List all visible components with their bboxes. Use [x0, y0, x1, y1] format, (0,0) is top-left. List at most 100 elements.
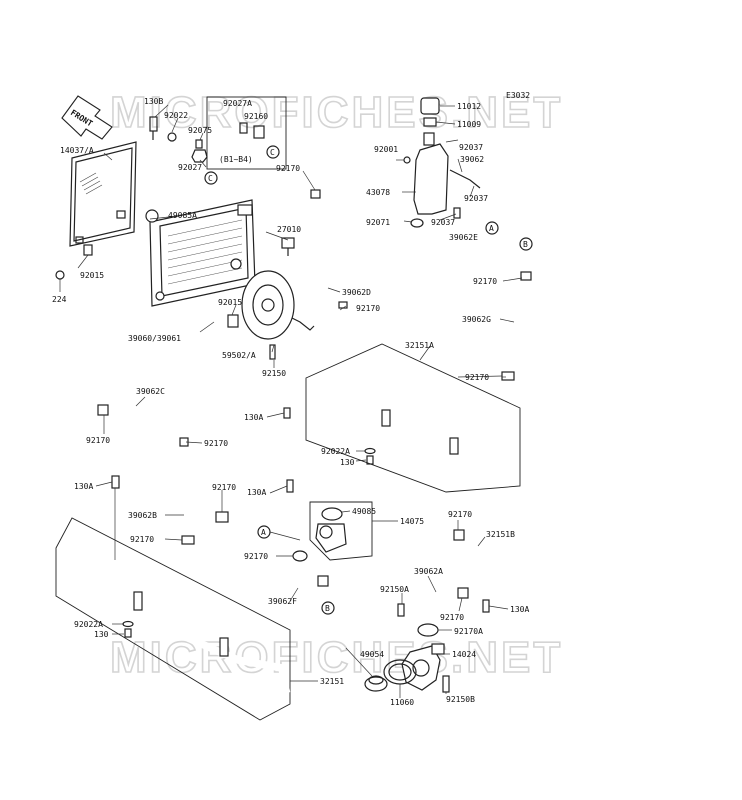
label-92170-k: 92170 [440, 613, 464, 622]
watermark-top: MICROFICHES.NET [110, 88, 563, 137]
label-92150b: 92150B [446, 695, 475, 704]
clamp-39062b-b [181, 535, 195, 545]
reservoir-tank [403, 97, 481, 228]
label-49054: 49054 [360, 650, 384, 659]
leader-lines [59, 104, 523, 698]
label-92075: 92075 [188, 126, 212, 135]
label-92170-a: 92170 [276, 164, 300, 173]
label-92170a: 92170A [454, 627, 483, 636]
clamp-39062b-a [215, 511, 229, 523]
label-92037-c: 92037 [431, 218, 455, 227]
label-14075: 14075 [400, 517, 424, 526]
label-43078: 43078 [366, 188, 390, 197]
bracket-32151 [133, 591, 143, 611]
callout-b-right: B [523, 240, 528, 249]
thermo-switch [281, 237, 295, 256]
label-92170-c: 92170 [473, 277, 497, 286]
label-92150: 92150 [262, 369, 286, 378]
label-92150a: 92150A [380, 585, 409, 594]
housing-14075-frame [309, 501, 373, 561]
radiator [145, 199, 256, 307]
label-27010: 27010 [277, 225, 301, 234]
label-11060: 11060 [390, 698, 414, 707]
label-39062e: 39062E [449, 233, 478, 242]
label-11009: 11009 [457, 120, 481, 129]
clamp-92170a [417, 623, 439, 637]
label-130a-a: 130A [244, 413, 263, 422]
label-49085a: 49085A [168, 211, 197, 220]
pipe-32151-frame [55, 517, 291, 721]
label-130b: 130B [144, 97, 163, 106]
label-b1b4: (B1~B4) [219, 155, 253, 164]
radiator-grille [69, 141, 137, 247]
label-224: 224 [52, 295, 67, 304]
label-92170-b: 92170 [356, 304, 380, 313]
clamp-92170 [310, 189, 321, 199]
label-92071: 92071 [366, 218, 390, 227]
label-14024: 14024 [452, 650, 476, 659]
clamp-39062f [317, 575, 329, 587]
callout-c-box [266, 145, 280, 159]
label-130a-c: 130A [247, 488, 266, 497]
label-39062g: 39062G [462, 315, 491, 324]
label-92027: 92027 [178, 163, 202, 172]
thermostat-housing [315, 507, 347, 553]
label-59502a: 59502/A [222, 351, 256, 360]
label-11012: 11012 [457, 102, 481, 111]
callout-b-top [519, 237, 533, 251]
bolt-130a-1 [283, 407, 291, 419]
clamp-39062c-a [97, 404, 109, 416]
callout-b-mid-label: B [325, 604, 330, 613]
clamp-92170-g [520, 271, 532, 281]
washer-92022a [122, 447, 376, 638]
label-92170-i: 92170 [244, 552, 268, 561]
thermostat-49054 [364, 675, 388, 692]
watermark-bottom: MICROFICHES.NET [110, 633, 563, 682]
part-labels: 130B 92022 92075 92027 92027A 92160 (B1~… [52, 97, 529, 707]
callout-a-mid-label: A [261, 528, 266, 537]
label-32151a: 32151A [405, 341, 434, 350]
callout-a-tank [485, 221, 499, 235]
clamp-92170-lower [338, 301, 348, 309]
fastener-detail-box [206, 96, 287, 170]
label-130a-b: 130A [74, 482, 93, 491]
cooling-fan [227, 270, 315, 360]
clamp-14075 [292, 550, 308, 562]
label-92170-d: 92170 [465, 373, 489, 382]
water-pump-cover [401, 643, 445, 691]
bolt-92150a [397, 603, 405, 617]
label-92170-f: 92170 [204, 439, 228, 448]
fastener-detail [239, 122, 265, 139]
label-92022a-a: 92022A [321, 447, 350, 456]
label-14037a: 14037/A [60, 146, 94, 155]
bracket-32151a-2 [449, 437, 459, 455]
pipe-32151a-frame [305, 343, 521, 493]
bracket-32151a [381, 409, 391, 427]
label-92170-g: 92170 [212, 483, 236, 492]
diagram-ref-code: E3032 [506, 91, 530, 100]
clamp-92170-g2 [501, 371, 515, 381]
label-92027a: 92027A [223, 99, 252, 108]
clamp-39062a [457, 587, 469, 599]
bolt-224 [55, 270, 65, 280]
label-92022: 92022 [164, 111, 188, 120]
bolt-130a-4 [482, 599, 490, 613]
bolt-130a-2 [111, 475, 120, 489]
label-32151b: 32151B [486, 530, 515, 539]
label-92001: 92001 [374, 145, 398, 154]
label-39060: 39060/39061 [128, 334, 181, 343]
label-39062b: 39062B [128, 511, 157, 520]
label-32151: 32151 [320, 677, 344, 686]
label-92015-mid: 92015 [218, 298, 242, 307]
clamp-32151b [453, 529, 465, 541]
label-39062d: 39062D [342, 288, 371, 297]
callout-c-right: C [270, 148, 275, 157]
callout-c-radiator [204, 171, 218, 185]
label-92022a-b: 92022A [74, 620, 103, 629]
front-arrow-icon: FRONT [61, 95, 113, 140]
clip-92015 [83, 244, 93, 256]
label-39062: 39062 [460, 155, 484, 164]
label-92170-h: 92170 [130, 535, 154, 544]
label-39062f: 39062F [268, 597, 297, 606]
